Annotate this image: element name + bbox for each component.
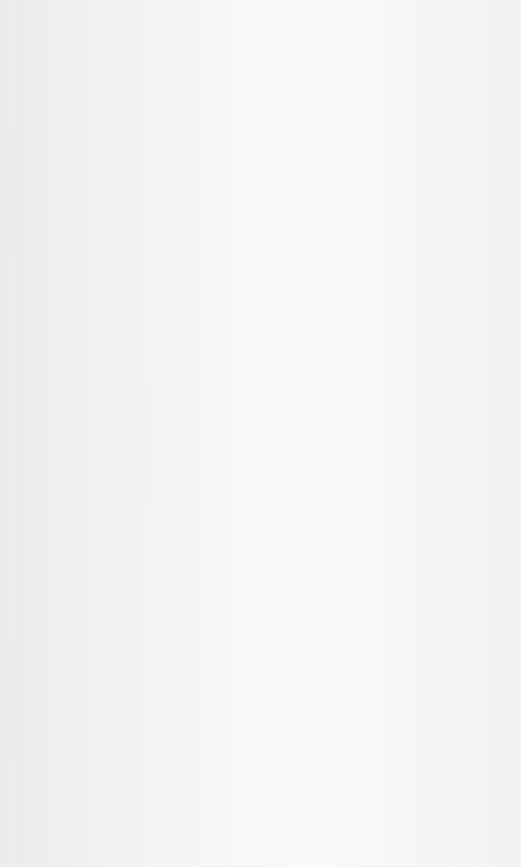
anatomy-scene [0,0,521,867]
background-texture [0,0,521,867]
